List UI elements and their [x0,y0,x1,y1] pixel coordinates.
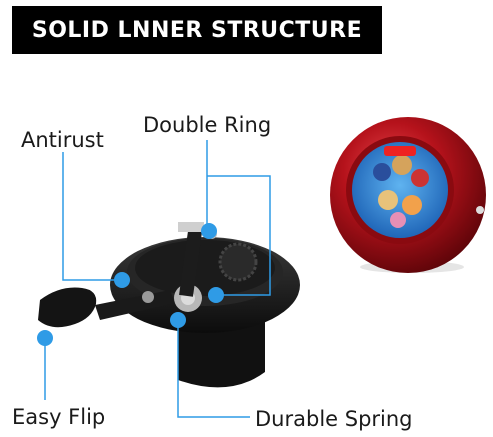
label-easy-flip: Easy Flip [12,405,106,429]
title-banner: SOLID LNNER STRUCTURE [12,6,382,54]
callout-line-antirust [62,152,122,281]
label-double-ring: Double Ring [143,113,272,137]
callout-dot-double-ring-lower [208,287,224,303]
callout-dot-antirust [114,272,130,288]
bell-mechanism-image [38,222,300,388]
label-durable-spring: Durable Spring [255,407,413,431]
callout-lines [44,140,271,418]
callout-dot-durable-spring [170,312,186,328]
label-antirust: Antirust [21,128,104,152]
callout-dot-double-ring-upper [201,223,217,239]
callout-line-durable-spring [177,322,250,418]
red-bell-image [330,117,486,273]
callout-dot-easy-flip [37,330,53,346]
banner-title: SOLID LNNER STRUCTURE [31,17,363,43]
callout-dots [37,223,224,346]
callout-line-double-ring-right [207,175,271,296]
